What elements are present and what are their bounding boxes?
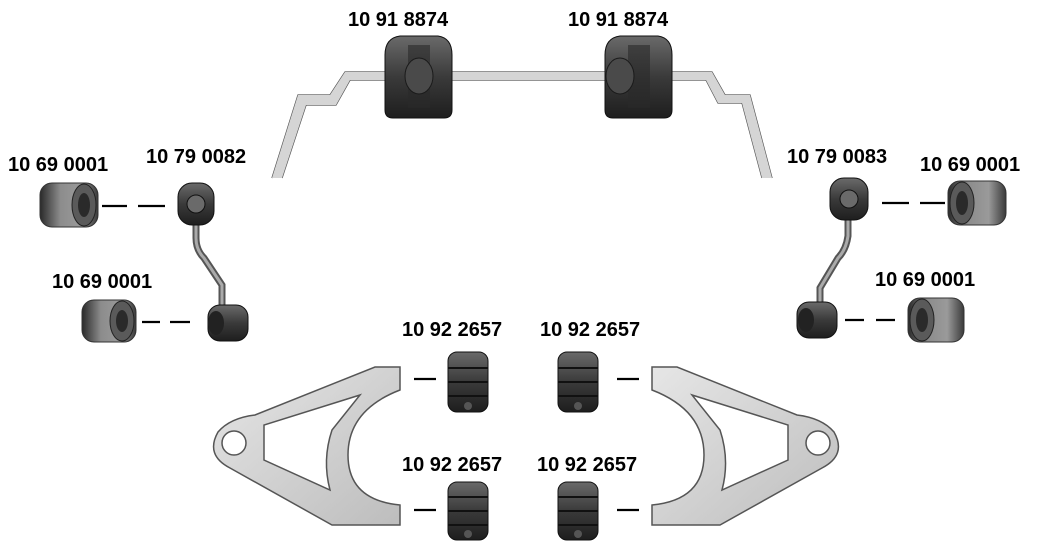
link-left xyxy=(177,182,249,342)
arm-bushing-bottom-right xyxy=(557,481,599,541)
label-link-right: 10 79 0083 xyxy=(787,146,887,168)
label-arm-bushing-bottom-left: 10 92 2657 xyxy=(402,454,502,476)
label-arm-bushing-top-left: 10 92 2657 xyxy=(402,319,502,341)
sway-bar xyxy=(271,71,773,179)
label-arm-bushing-top-right: 10 92 2657 xyxy=(540,319,640,341)
link-bushing-right-lower xyxy=(907,297,965,343)
link-bushing-right-upper xyxy=(947,180,1007,226)
link-right xyxy=(796,177,869,339)
label-arm-bushing-bottom-right: 10 92 2657 xyxy=(537,454,637,476)
sway-bar-bushing-left xyxy=(384,35,453,119)
label-sway-bar-bushing-left: 10 91 8874 xyxy=(348,9,449,31)
sway-bar-fill xyxy=(272,72,772,178)
control-arm-left xyxy=(212,366,401,526)
label-link-bushing-left-lower: 10 69 0001 xyxy=(52,271,152,293)
label-link-bushing-left-upper: 10 69 0001 xyxy=(8,154,108,176)
link-bushing-left-lower xyxy=(81,299,137,343)
label-sway-bar-bushing-right: 10 91 8874 xyxy=(568,9,669,31)
arm-bushing-top-left xyxy=(447,351,489,413)
arm-bushing-top-right xyxy=(557,351,599,413)
control-arm-right xyxy=(651,366,840,526)
label-link-bushing-right-lower: 10 69 0001 xyxy=(875,269,975,291)
arm-bushing-bottom-left xyxy=(447,481,489,541)
label-link-left: 10 79 0082 xyxy=(146,146,246,168)
sway-bar-bushing-right xyxy=(604,35,673,119)
link-bushing-left-upper xyxy=(39,182,99,228)
label-link-bushing-right-upper: 10 69 0001 xyxy=(920,154,1020,176)
